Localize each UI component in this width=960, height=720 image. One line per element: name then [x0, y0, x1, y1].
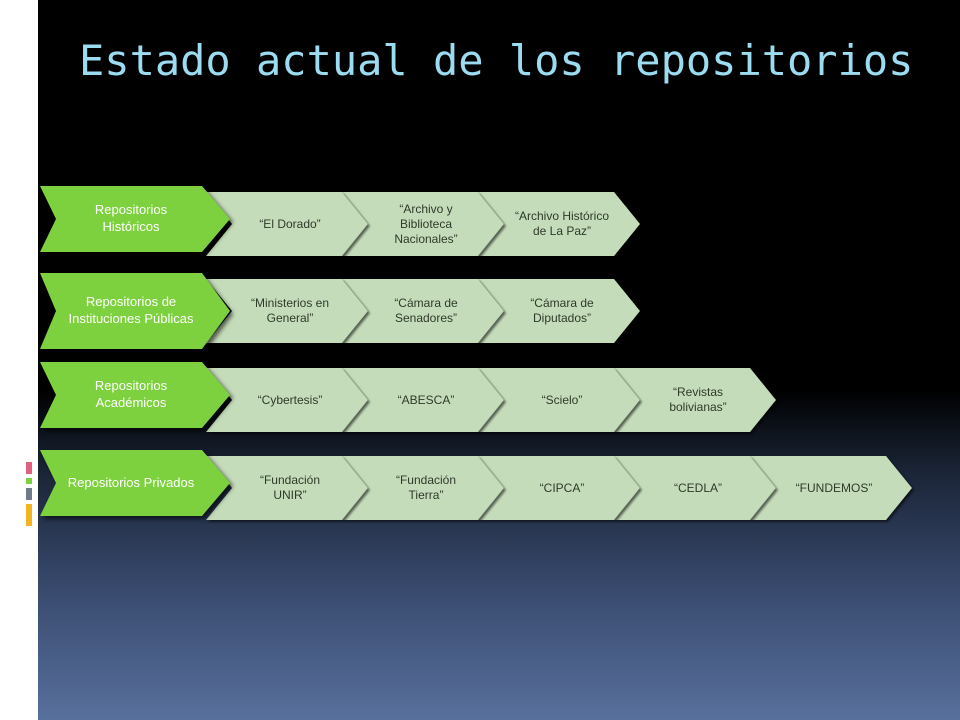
accent-mark-green — [26, 478, 32, 484]
process-step-label: “CIPCA” — [539, 480, 585, 495]
process-step: “Cámara de Senadores” — [342, 279, 504, 343]
process-step-label: “Cybertesis” — [257, 392, 323, 407]
category-chevron: Repositorios Académicos — [40, 362, 230, 428]
accent-mark-pink — [26, 462, 32, 474]
process-step: “Scielo” — [478, 368, 640, 432]
process-step-label: “Ministerios en General” — [250, 296, 330, 325]
process-step-label: “Cámara de Senadores” — [394, 296, 458, 325]
accent-mark-yellow — [26, 504, 32, 526]
process-step: “ABESCA” — [342, 368, 504, 432]
category-label: Repositorios Históricos — [94, 202, 168, 234]
process-step-label: “Revistas bolivianas” — [669, 385, 727, 414]
process-step: “CEDLA” — [614, 456, 776, 520]
process-step-label: “ABESCA” — [397, 392, 455, 407]
process-step: “Archivo Histórico de La Paz” — [478, 192, 640, 256]
process-step: “Archivo y Biblioteca Nacionales” — [342, 192, 504, 256]
process-step: “FUNDEMOS” — [750, 456, 912, 520]
category-chevron: Repositorios Históricos — [40, 186, 230, 252]
process-step: “El Dorado” — [206, 192, 368, 256]
decorative-bars — [12, 0, 38, 132]
process-step-label: “CEDLA” — [673, 480, 722, 495]
process-step-label: “Archivo Histórico de La Paz” — [514, 209, 610, 238]
category-label: Repositorios Privados — [67, 474, 195, 490]
process-step-label: “Scielo” — [541, 392, 583, 407]
category-chevron: Repositorios Privados — [40, 450, 230, 516]
process-step: “Revistas bolivianas” — [614, 368, 776, 432]
process-step: “CIPCA” — [478, 456, 640, 520]
category-label: Repositorios de Instituciones Públicas — [68, 294, 194, 326]
process-step: “Cybertesis” — [206, 368, 368, 432]
process-step: “Ministerios en General” — [206, 279, 368, 343]
process-step: “Cámara de Diputados” — [478, 279, 640, 343]
process-step-label: “Fundación UNIR” — [259, 473, 321, 502]
process-step: “Fundación Tierra” — [342, 456, 504, 520]
accent-mark-gray — [26, 488, 32, 500]
process-step-label: “FUNDEMOS” — [795, 480, 873, 495]
process-step-label: “Fundación Tierra” — [395, 473, 457, 502]
category-chevron: Repositorios de Instituciones Públicas — [40, 273, 230, 349]
process-step-label: “Cámara de Diputados” — [530, 296, 594, 325]
category-label: Repositorios Académicos — [94, 378, 168, 410]
process-step-label: “El Dorado” — [259, 216, 321, 231]
slide-title: Estado actual de los repositorios — [79, 36, 914, 85]
process-step-label: “Archivo y Biblioteca Nacionales” — [394, 201, 458, 246]
process-step: “Fundación UNIR” — [206, 456, 368, 520]
